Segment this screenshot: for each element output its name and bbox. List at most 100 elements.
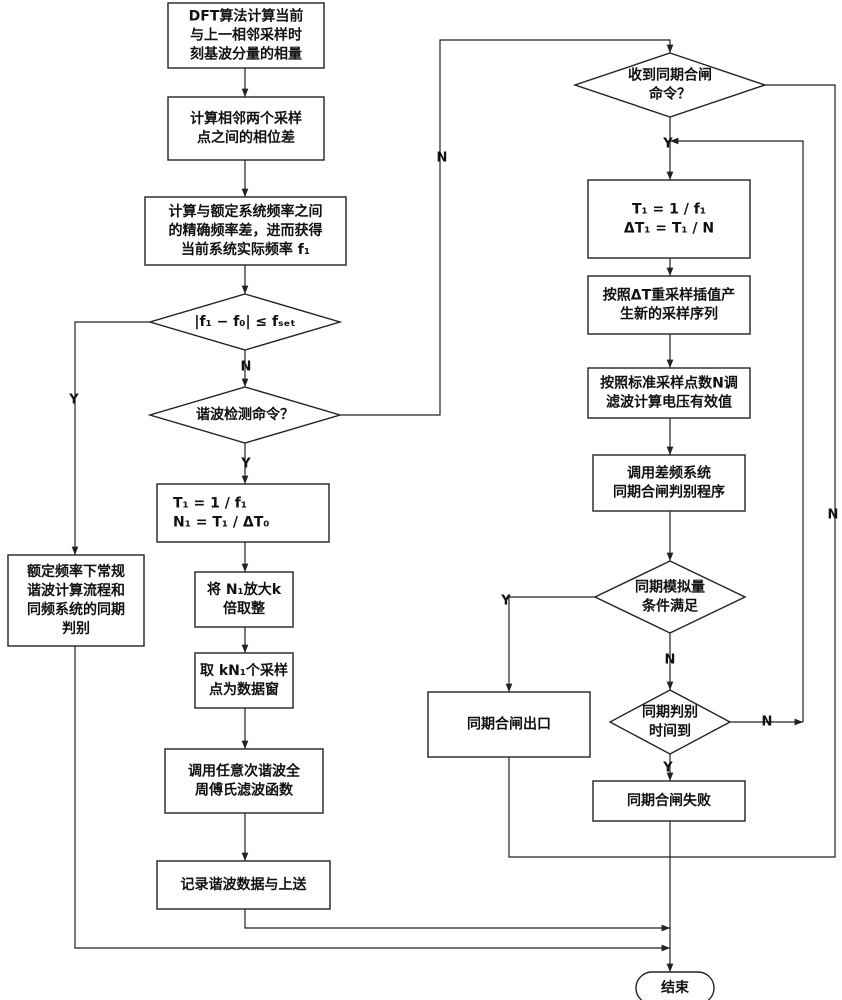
node-text-line: 刻基波分量的相量 — [190, 46, 302, 63]
process-box — [587, 275, 751, 335]
connectors — [71, 39, 836, 972]
node-text-line: 记录谐波数据与上送 — [181, 876, 308, 893]
process-box — [156, 483, 330, 543]
node-text-line: 调用差频系统 — [627, 465, 711, 482]
node-cond-freq: |f₁ − f₀| ≤ fₛₑₜ — [147, 293, 343, 351]
node-text-line: 周傅氏滤波函数 — [195, 782, 294, 799]
connector-line — [74, 646, 670, 952]
nodes: DFT算法计算当前与上一相邻采样时刻基波分量的相量计算相邻两个采样点之间的相位差… — [7, 2, 768, 1000]
connector-line — [670, 84, 836, 858]
process-box — [7, 554, 145, 647]
connector-line — [508, 757, 670, 858]
edge-label-harm-yes: Y — [240, 457, 251, 472]
connector-line — [71, 321, 150, 555]
process-box — [167, 2, 325, 69]
process-box — [156, 860, 331, 910]
terminator — [635, 971, 715, 1000]
node-text-line: ΔT₁ = T₁ / N — [624, 221, 714, 237]
node-text-line: 判别 — [62, 620, 90, 637]
node-text-line: 命令？ — [648, 86, 691, 103]
node-text-line: 同期模拟量 — [635, 579, 705, 596]
edge-label-analog-yes: Y — [500, 594, 511, 609]
node-amplify: 将 N₁放大k 倍取整 — [194, 571, 294, 628]
process-box — [194, 571, 294, 628]
process-box — [587, 179, 751, 259]
process-box — [144, 196, 347, 266]
node-text-line: 时间到 — [649, 723, 691, 740]
edge-label-time-yes: Y — [662, 761, 673, 776]
node-text-line: N₁ = T₁ / ΔT₀ — [173, 515, 269, 531]
decision-diamond — [593, 560, 747, 634]
edge-label-sync-yes: Y — [662, 137, 673, 152]
node-text-line: DFT算法计算当前 — [189, 8, 304, 25]
decision-diamond — [147, 293, 343, 351]
node-text-line: 滤波计算电压有效值 — [606, 394, 732, 411]
node-text-line: 点为数据窗 — [209, 681, 279, 698]
connector-line — [505, 596, 595, 692]
decision-diamond — [147, 386, 343, 444]
node-text-line: 计算与额定系统频率之间 — [169, 203, 323, 220]
node-text-line: 同频系统的同期 — [27, 601, 125, 618]
decision-diamond — [572, 52, 768, 118]
process-box — [427, 691, 591, 758]
node-text-line: 倍取整 — [223, 600, 266, 617]
process-box — [167, 96, 325, 161]
node-text-line: 点之间的相位差 — [197, 129, 295, 146]
node-calc-t1-dt: T₁ = 1 / f₁ ΔT₁ = T₁ / N — [587, 179, 751, 259]
node-text-line: 收到同期合闸 — [628, 67, 712, 84]
node-harmonic-cmd: 谐波检测命令？ — [147, 386, 343, 444]
node-text-line: 的精确频率差，进而获得 — [169, 222, 323, 239]
node-text-line: 额定频率下常规 — [27, 563, 125, 580]
node-text-line: 与上一相邻采样时 — [190, 27, 302, 44]
node-calc-t1-n1: T₁ = 1 / f₁ N₁ = T₁ / ΔT₀ — [156, 483, 330, 543]
connector-line — [340, 39, 674, 416]
node-text-line: 取 kN₁个采样 — [200, 662, 288, 679]
node-text-line: 调用任意次谐波全 — [188, 763, 301, 780]
node-text-line: 将 N₁放大k — [207, 581, 282, 598]
edge-label-cond-yes: Y — [68, 393, 79, 408]
node-text-line: 谐波计算流程和 — [27, 582, 125, 599]
edge-label-harm-no: N — [437, 151, 448, 166]
node-text-line: 计算相邻两个采样 — [190, 110, 302, 127]
node-text-line: 谐波检测命令？ — [196, 406, 294, 423]
process-box — [587, 367, 751, 419]
edge-label-time-no: N — [762, 715, 773, 730]
node-sync-fail: 同期合闸失败 — [592, 780, 746, 822]
node-text-line: T₁ = 1 / f₁ — [173, 496, 247, 512]
node-text-line: 按照ΔT重采样插值产 — [603, 287, 735, 304]
process-box — [164, 748, 324, 814]
node-record: 记录谐波数据与上送 — [156, 860, 331, 910]
node-text-line: 当前系统实际频率 f₁ — [181, 241, 310, 258]
connector-line — [244, 909, 670, 932]
node-text-line: 生新的采样序列 — [620, 306, 718, 323]
process-box — [592, 780, 746, 822]
node-text-line: 同期合闸失败 — [627, 792, 712, 809]
edge-label-cond-no: N — [241, 360, 252, 375]
node-text-line: |f₁ − f₀| ≤ fₛₑₜ — [194, 314, 295, 330]
process-box — [194, 652, 294, 709]
node-text-line: 同期合闸判别程序 — [613, 484, 725, 501]
process-box — [592, 454, 746, 512]
node-text-line: 同期判别 — [642, 704, 698, 721]
node-text-line: 结束 — [661, 979, 690, 996]
node-text-line: T₁ = 1 / f₁ — [632, 202, 706, 218]
node-end: 结束 — [635, 971, 715, 1000]
edge-label-analog-no: N — [665, 653, 676, 668]
decision-diamond — [608, 689, 732, 755]
connector-line — [670, 137, 804, 722]
